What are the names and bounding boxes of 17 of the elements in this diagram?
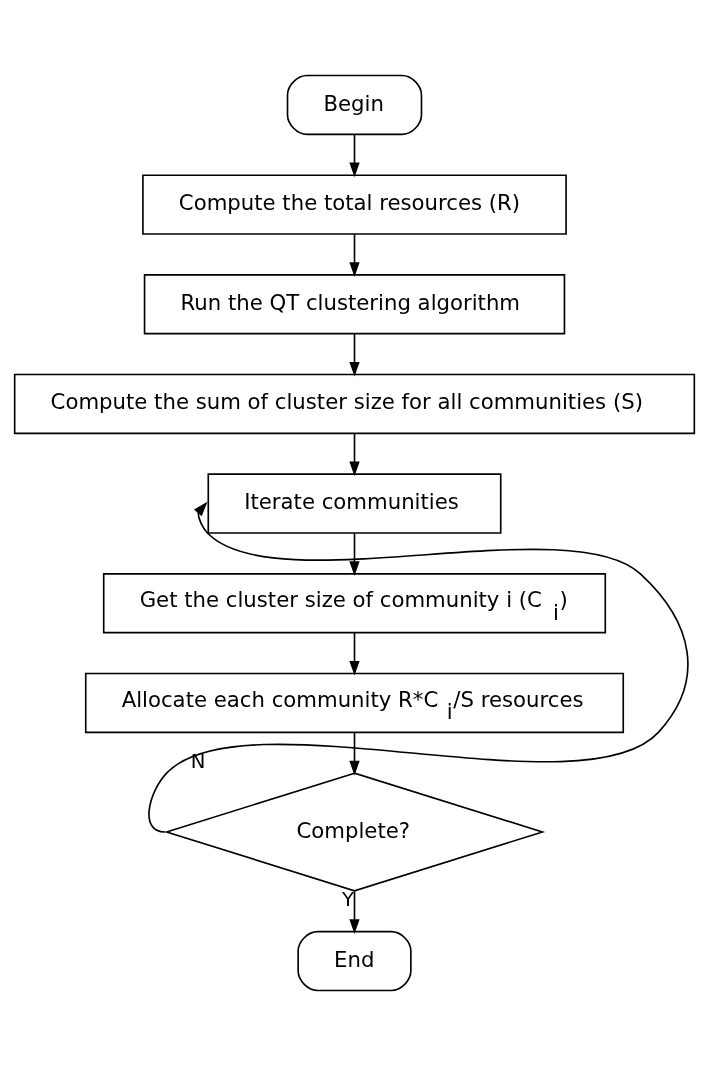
arrow [349, 631, 360, 676]
arrow [349, 133, 360, 177]
arrow [349, 232, 360, 277]
arrow [349, 432, 360, 476]
node-box: Iterate communities [207, 472, 502, 534]
arrow [349, 890, 360, 934]
arrow [148, 501, 689, 833]
node-box: End [297, 930, 412, 991]
node-box: Compute the total resources (R) [142, 173, 567, 235]
arrow [349, 531, 360, 576]
arrow [349, 731, 360, 776]
arrow [349, 332, 360, 377]
node-box: Compute the sum of cluster size for all communities (S) [13, 373, 696, 434]
node-box: Begin [286, 74, 423, 135]
edge-label: N [190, 749, 206, 773]
node-box: Run the QT clustering algorithm [143, 273, 566, 334]
node-diamond: Complete? [163, 771, 546, 892]
